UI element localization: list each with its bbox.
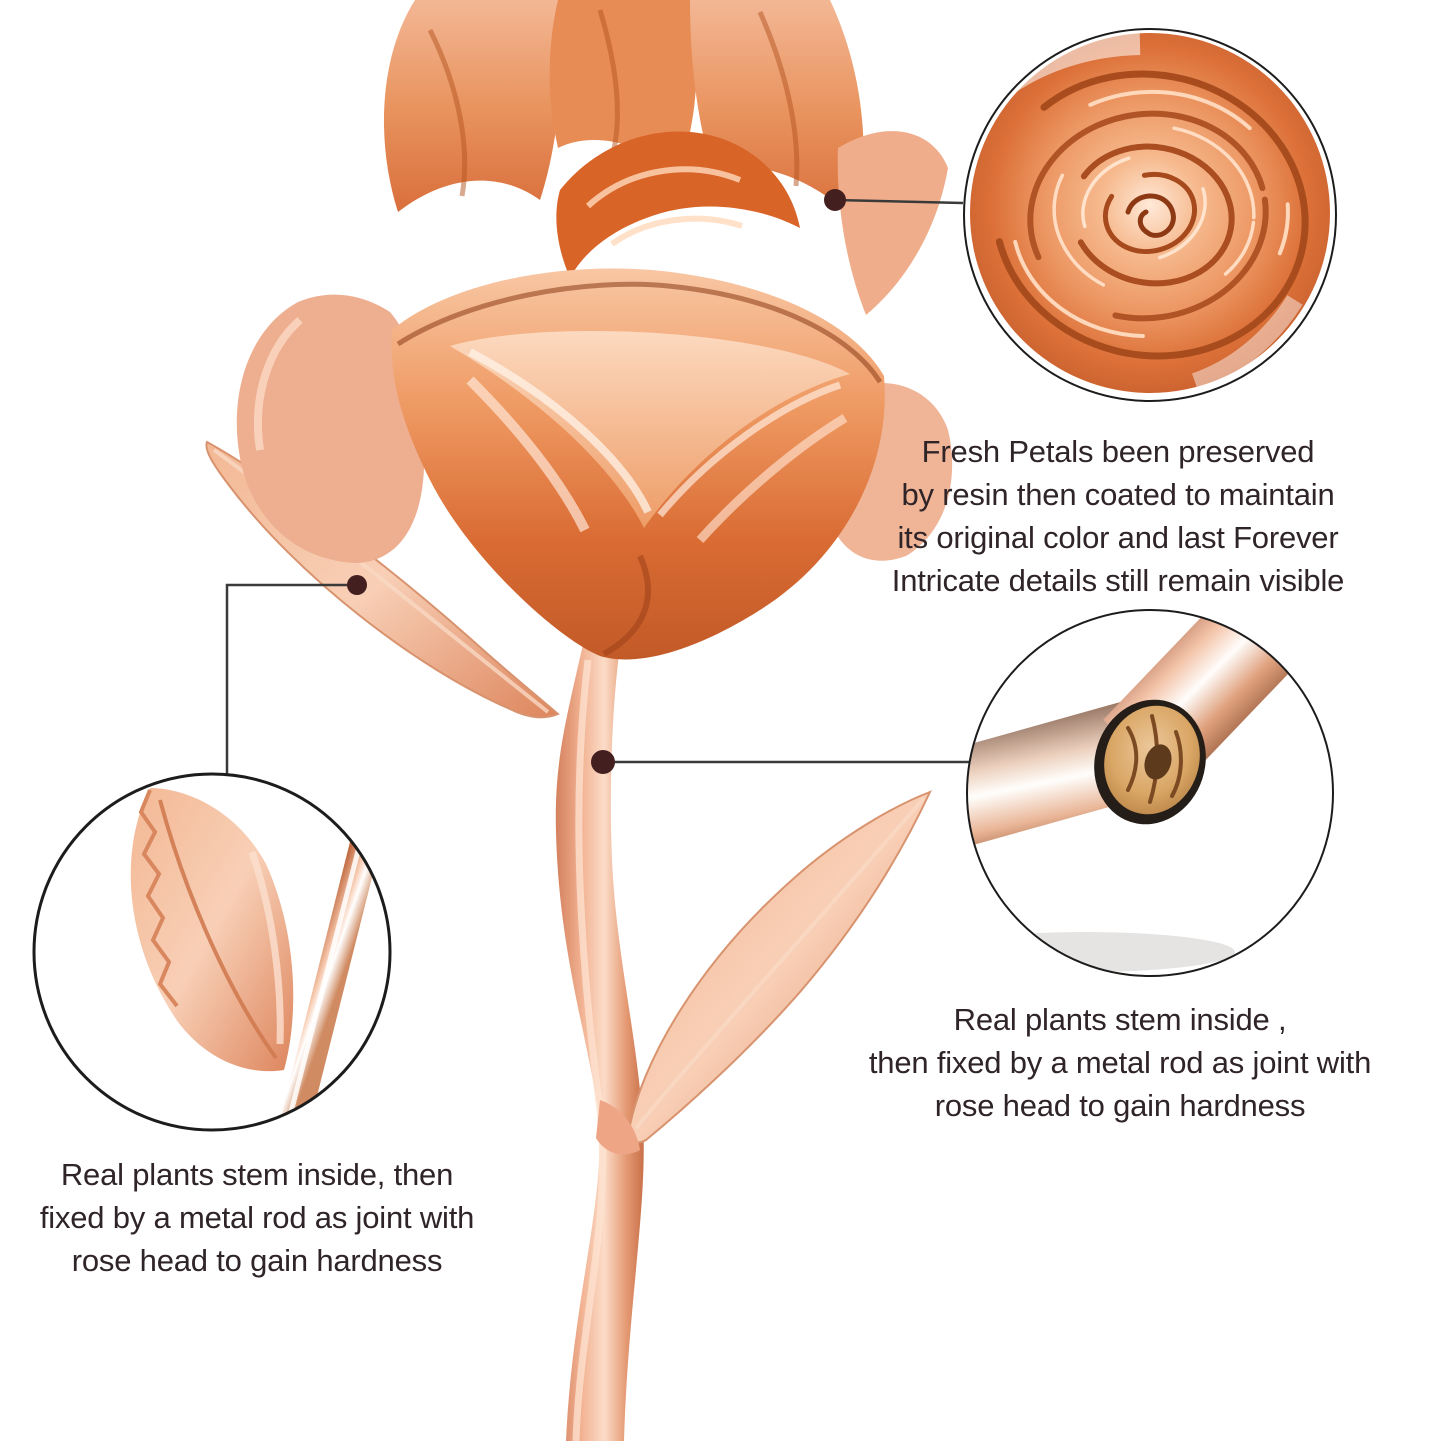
connector-dot bbox=[824, 189, 846, 211]
detail-circle-stem-cut bbox=[966, 609, 1334, 977]
callout-connector-leaf bbox=[225, 575, 367, 774]
fold-sheen-left bbox=[468, 348, 652, 514]
connector-elbow-line bbox=[225, 583, 357, 774]
detail-circle-leaf bbox=[32, 772, 392, 1132]
leaf-closeup-image bbox=[130, 788, 389, 1130]
annotation-line: rose head to gain hardness bbox=[71, 1243, 443, 1278]
annotation-line: its original color and last Forever bbox=[897, 520, 1339, 555]
petal-back-4 bbox=[837, 131, 948, 315]
callout-connector-petals bbox=[824, 189, 964, 211]
stem-highlight bbox=[572, 659, 607, 1441]
cup-rim-shadow bbox=[396, 281, 883, 384]
annotation-line: Fresh Petals been preserved bbox=[921, 434, 1315, 469]
circle-outline bbox=[966, 609, 1334, 977]
connector-dot bbox=[347, 575, 367, 595]
rose-photo bbox=[205, 0, 953, 1441]
detail-circle-petals bbox=[963, 28, 1337, 402]
connector-dot bbox=[591, 750, 615, 774]
fold-sheen-right bbox=[657, 381, 842, 518]
cup-sheen-right bbox=[696, 414, 848, 544]
petals-closeup-image bbox=[970, 33, 1330, 393]
cup-bottom-crease bbox=[602, 554, 651, 657]
annotation-line: Intricate details still remain visible bbox=[891, 563, 1345, 598]
annotation-line: Real plants stem inside , bbox=[953, 1002, 1287, 1037]
circle-outline bbox=[32, 772, 392, 1132]
cup-sheen-left bbox=[466, 376, 590, 533]
petal-back-creases bbox=[427, 9, 800, 197]
annotation-stem-right: Real plants stem inside , then fixed by … bbox=[835, 998, 1405, 1127]
annotation-line: then fixed by a metal rod as joint with bbox=[868, 1045, 1372, 1080]
petal-outer-left bbox=[236, 294, 425, 563]
annotation-line: by resin then coated to maintain bbox=[901, 477, 1335, 512]
petal-inner-highlights bbox=[585, 166, 743, 247]
callout-connector-stem-right bbox=[591, 750, 969, 774]
stem-node bbox=[596, 1100, 640, 1155]
petal-front-fold bbox=[450, 330, 850, 528]
petal-back-1 bbox=[383, 0, 562, 212]
petal-back-2 bbox=[549, 0, 697, 172]
annotation-line: rose head to gain hardness bbox=[934, 1088, 1306, 1123]
leaf-right-vein bbox=[634, 796, 926, 1130]
circle-outline bbox=[963, 28, 1337, 402]
petal-inner-spiral bbox=[556, 131, 800, 278]
annotation-stem-left: Real plants stem inside, then fixed by a… bbox=[0, 1153, 522, 1282]
petal-outer-left-sheen bbox=[253, 316, 303, 451]
annotation-line: Real plants stem inside, then bbox=[60, 1157, 454, 1192]
annotation-petals: Fresh Petals been preserved by resin the… bbox=[838, 430, 1398, 602]
connector-line bbox=[834, 198, 964, 205]
annotation-line: fixed by a metal rod as joint with bbox=[39, 1200, 475, 1235]
